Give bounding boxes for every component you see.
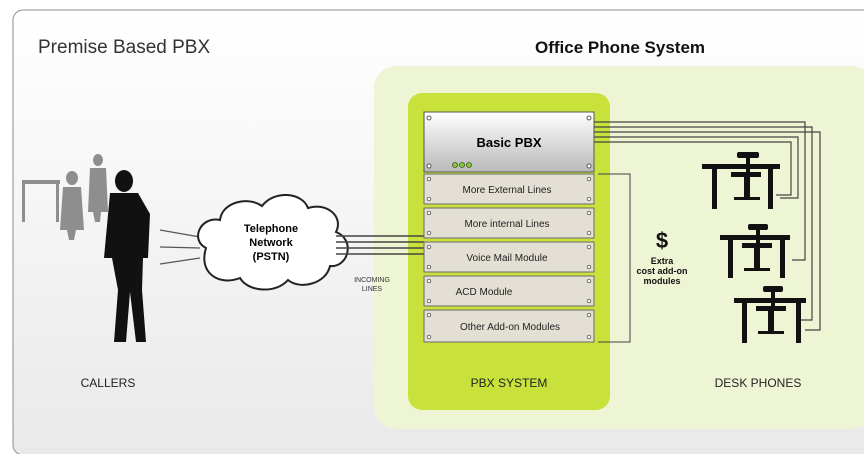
module-2: More internal Lines — [423, 207, 595, 239]
dollar-icon: $ — [656, 228, 668, 253]
module-3: Voice Mail Module — [423, 241, 595, 273]
module-label-2: More internal Lines — [464, 219, 549, 230]
module-1: More External Lines — [423, 173, 595, 205]
desk-chair-icon-1 — [702, 152, 780, 209]
module-label-3: Voice Mail Module — [466, 253, 548, 264]
cloud-label-3: (PSTN) — [253, 251, 290, 263]
desk-chair-icon-2 — [720, 224, 790, 278]
incoming-label-1: INCOMING — [354, 277, 390, 284]
background-callers — [22, 154, 108, 240]
extra-label-3: modules — [643, 276, 680, 286]
incoming-lines — [336, 235, 424, 255]
premise-title: Premise Based PBX — [38, 37, 210, 58]
callers-label: CALLERS — [81, 376, 136, 390]
module-5: Other Add-on Modules — [423, 309, 595, 343]
module-label-1: More External Lines — [463, 185, 552, 196]
extra-label-1: Extra — [651, 256, 675, 266]
caller-silhouette-icon — [104, 170, 150, 342]
module-label-4: ACD Module — [456, 287, 513, 298]
addon-bracket — [598, 173, 631, 343]
basic-pbx-unit — [423, 111, 595, 173]
extra-label-2: cost add-on — [637, 266, 688, 276]
module-4: ACD Module — [423, 275, 595, 307]
incoming-label-2: LINES — [362, 286, 383, 293]
pstn-cloud — [197, 193, 349, 291]
desk-chair-icon-3 — [734, 286, 806, 343]
caller-lines — [159, 229, 201, 265]
office-title: Office Phone System — [535, 38, 705, 57]
status-leds-icon — [452, 162, 472, 168]
basic-pbx-screws — [426, 115, 592, 169]
desk-phone-lines — [594, 121, 821, 331]
module-label-5: Other Add-on Modules — [460, 322, 560, 333]
pbx-system-label: PBX SYSTEM — [471, 376, 548, 390]
cloud-label-1: Telephone — [244, 223, 298, 235]
cloud-label-2: Network — [249, 237, 293, 249]
desk-phones-label: DESK PHONES — [715, 376, 802, 390]
basic-pbx-label: Basic PBX — [476, 135, 541, 150]
